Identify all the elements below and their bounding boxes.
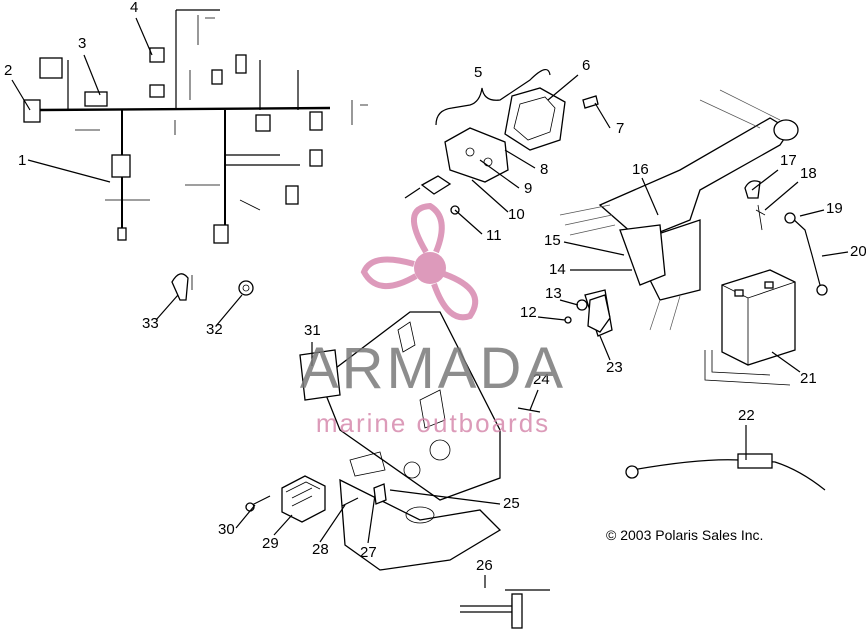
callout-number-18: 18 bbox=[800, 165, 817, 182]
callout-number-5: 5 bbox=[474, 64, 482, 81]
propeller-logo-icon bbox=[360, 202, 479, 321]
leader-line-30 bbox=[235, 504, 256, 529]
leader-line-19 bbox=[799, 209, 825, 217]
leader-line-20 bbox=[821, 251, 849, 257]
leader-line-13 bbox=[559, 299, 579, 306]
callout-number-4: 4 bbox=[130, 0, 138, 16]
callout-number-24: 24 bbox=[533, 371, 550, 388]
callout-number-8: 8 bbox=[540, 161, 548, 178]
leader-line-3 bbox=[83, 54, 101, 96]
bracket-23 bbox=[564, 294, 611, 333]
callout-number-14: 14 bbox=[549, 261, 566, 278]
leader-line-2 bbox=[11, 79, 31, 111]
leader-line-25 bbox=[389, 489, 501, 505]
callout-number-9: 9 bbox=[524, 180, 532, 197]
leader-line-15 bbox=[563, 241, 625, 256]
leader-line-4 bbox=[135, 17, 153, 56]
leader-line-12 bbox=[537, 316, 566, 321]
leader-line-33 bbox=[155, 294, 179, 321]
leader-line-27 bbox=[367, 494, 376, 544]
callout-number-7: 7 bbox=[616, 120, 624, 137]
leader-line-18 bbox=[764, 181, 799, 211]
leader-line-16 bbox=[641, 177, 659, 216]
callout-number-10: 10 bbox=[508, 206, 525, 223]
callout-number-26: 26 bbox=[476, 557, 493, 574]
leader-line-8 bbox=[504, 149, 536, 169]
callout-number-28: 28 bbox=[312, 541, 329, 558]
leader-line-29 bbox=[273, 514, 293, 536]
copyright-text: © 2003 Polaris Sales Inc. bbox=[606, 527, 763, 543]
callout-number-22: 22 bbox=[738, 407, 755, 424]
leader-line-9 bbox=[479, 159, 520, 189]
leader-line-28 bbox=[319, 504, 346, 543]
callout-number-17: 17 bbox=[780, 152, 797, 169]
callout-number-23: 23 bbox=[606, 359, 623, 376]
callout-number-27: 27 bbox=[360, 544, 377, 561]
leader-line-11 bbox=[454, 209, 483, 235]
callout-number-20: 20 bbox=[850, 243, 866, 260]
callout-number-15: 15 bbox=[544, 232, 561, 249]
armada-watermark: ARMADA marine outboards bbox=[300, 202, 566, 438]
callout-number-32: 32 bbox=[206, 321, 223, 338]
wiring-harness bbox=[23, 9, 368, 244]
callout-number-33: 33 bbox=[142, 315, 159, 332]
callout-number-11: 11 bbox=[486, 227, 502, 244]
callout-number-1: 1 bbox=[18, 152, 26, 169]
taillight-assembly bbox=[404, 69, 599, 215]
leader-line-10 bbox=[471, 179, 509, 213]
leader-line-24 bbox=[529, 389, 539, 411]
leader-line-21 bbox=[771, 351, 801, 373]
leader-line-23 bbox=[599, 335, 611, 361]
lower-parts bbox=[245, 475, 550, 629]
leader-line-1 bbox=[27, 159, 111, 183]
callout-number-13: 13 bbox=[545, 285, 562, 302]
watermark-subtitle: marine outboards bbox=[316, 408, 550, 438]
leader-line-32 bbox=[215, 294, 243, 327]
callout-number-30: 30 bbox=[218, 521, 235, 538]
callout-number-21: 21 bbox=[800, 370, 817, 387]
leader-line-17 bbox=[751, 169, 779, 191]
leader-line-6 bbox=[547, 74, 579, 101]
callout-number-2: 2 bbox=[4, 62, 12, 79]
callout-number-16: 16 bbox=[632, 161, 649, 178]
watermark-title: ARMADA bbox=[300, 336, 566, 401]
callout-number-6: 6 bbox=[582, 57, 590, 74]
callout-number-19: 19 bbox=[826, 200, 843, 217]
callout-number-31: 31 bbox=[304, 322, 321, 339]
leader-lines bbox=[11, 17, 849, 588]
callout-number-12: 12 bbox=[520, 304, 537, 321]
callout-number-25: 25 bbox=[503, 495, 520, 512]
leader-line-7 bbox=[594, 102, 611, 129]
callout-number-3: 3 bbox=[78, 35, 86, 52]
callout-number-29: 29 bbox=[262, 535, 279, 552]
clip-parts bbox=[171, 273, 254, 301]
